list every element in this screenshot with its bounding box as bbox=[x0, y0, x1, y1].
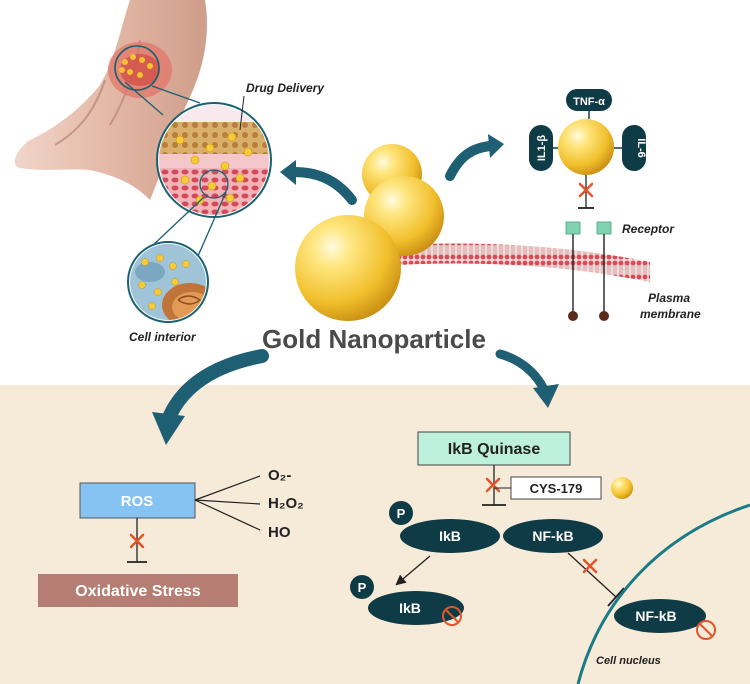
label-drug-delivery: Drug Delivery bbox=[246, 81, 325, 95]
phospho-bottom: P bbox=[350, 575, 374, 599]
il6-pill: IL-6 bbox=[622, 125, 647, 171]
species-o2: O₂- bbox=[268, 467, 291, 484]
svg-text:ROS: ROS bbox=[121, 493, 154, 510]
svg-text:IkB Quinase: IkB Quinase bbox=[448, 441, 541, 458]
receptor-right bbox=[596, 221, 612, 321]
ros-box: ROS bbox=[79, 482, 196, 519]
label-cell-nucleus: Cell nucleus bbox=[596, 655, 661, 667]
arrow-to-ros bbox=[152, 349, 269, 445]
arrow-to-receptor bbox=[445, 134, 504, 181]
il1-beta-pill: IL1-β bbox=[529, 125, 553, 171]
phospho-top: P bbox=[389, 501, 413, 525]
svg-text:IkB: IkB bbox=[439, 528, 461, 544]
svg-text:NF-kB: NF-kB bbox=[635, 608, 676, 624]
label-membrane: membrane bbox=[640, 307, 701, 321]
no-symbol-ikb bbox=[442, 606, 462, 626]
central-gold-nanoparticles bbox=[295, 144, 444, 321]
magnified-tissue bbox=[156, 102, 272, 218]
receptor-left bbox=[565, 221, 581, 321]
no-symbol-nfkb bbox=[696, 620, 716, 640]
cell-interior-circle bbox=[127, 241, 209, 323]
ikb-complex-pill: IkB bbox=[400, 519, 500, 553]
cys-gold-particle bbox=[611, 477, 633, 499]
svg-text:IkB: IkB bbox=[399, 600, 421, 616]
bottom-panel bbox=[0, 385, 750, 684]
ikb-degraded-pill: IkB bbox=[368, 591, 464, 625]
inhibit-x-ros bbox=[129, 533, 145, 549]
label-receptor: Receptor bbox=[622, 222, 675, 236]
svg-text:NF-kB: NF-kB bbox=[532, 528, 573, 544]
oxidative-stress-box: Oxidative Stress bbox=[38, 574, 238, 607]
species-h2o2: H₂O₂ bbox=[268, 495, 304, 512]
arrow-to-drug-delivery bbox=[280, 160, 357, 205]
svg-text:IL1-β: IL1-β bbox=[536, 135, 548, 162]
title-gold-nanoparticle: Gold Nanoparticle bbox=[262, 324, 486, 354]
leg-nanoparticles bbox=[119, 54, 153, 78]
tnf-alpha-pill: TNF-α bbox=[566, 89, 612, 111]
species-ho: HO bbox=[268, 524, 291, 541]
svg-text:TNF-α: TNF-α bbox=[573, 96, 605, 108]
nfkb-nucleus-pill: NF-kB bbox=[614, 599, 706, 633]
svg-text:IL-6: IL-6 bbox=[635, 138, 647, 158]
svg-text:P: P bbox=[358, 580, 367, 595]
ikb-quinase-box: IkB Quinase bbox=[417, 431, 571, 466]
inhibit-x-nfkb bbox=[582, 558, 598, 574]
svg-text:CYS-179: CYS-179 bbox=[530, 481, 583, 496]
nfkb-complex-pill: NF-kB bbox=[503, 519, 603, 553]
arrow-to-ikb bbox=[495, 349, 559, 408]
inhibit-x-ikb-quinase bbox=[485, 477, 501, 493]
cell-nucleus-boundary bbox=[576, 503, 750, 684]
label-cell-interior: Cell interior bbox=[129, 330, 197, 344]
cytokine-nanoparticle bbox=[558, 119, 614, 175]
cys-179-box: CYS-179 bbox=[510, 476, 602, 500]
label-plasma: Plasma bbox=[648, 291, 690, 305]
svg-text:P: P bbox=[397, 506, 406, 521]
svg-text:Oxidative Stress: Oxidative Stress bbox=[75, 583, 201, 600]
inhibit-x-receptor bbox=[578, 182, 594, 198]
